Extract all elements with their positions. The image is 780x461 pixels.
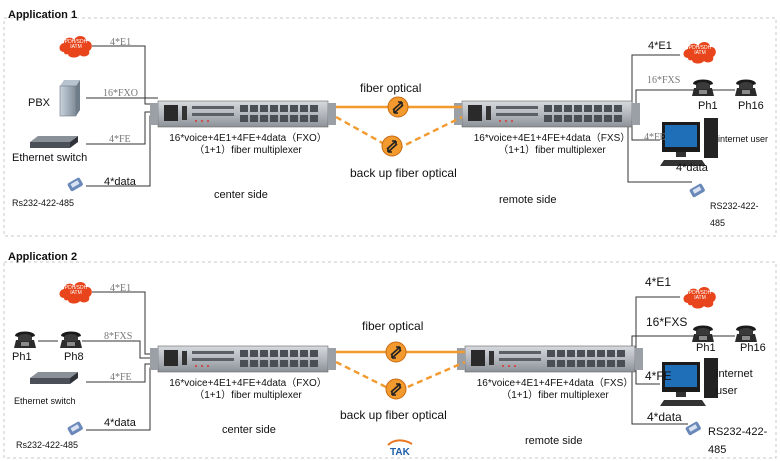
app1-ph16-label: Ph16: [738, 100, 764, 112]
app1-cloud-right-text: PDH/SDH IATM: [688, 45, 712, 56]
app1-phone-ph16-icon: [735, 79, 757, 96]
app2-ethernet-switch-icon: [30, 372, 78, 384]
app2-remote-side-label: remote side: [525, 435, 583, 447]
app2-right-fe-label: 4*FE: [645, 369, 672, 383]
pbx-label: PBX: [28, 97, 51, 109]
app2-center-mux: [149, 345, 337, 373]
app2-remote-mux: [456, 345, 644, 373]
app1-ethernet-switch-icon: [30, 136, 78, 148]
app1-center-mux-caption: 16*voice+4E1+4FE+4data（FXO） （1+1）fiber m…: [169, 133, 327, 156]
app1-backup-fiber-arrow-icon: [381, 135, 403, 157]
app2-left-e1-label: 4*E1: [110, 283, 132, 294]
app1-frame: [3, 17, 777, 237]
app2-remote-serial-icon: [684, 421, 702, 436]
app1-rs232-label: Rs232-422-485: [12, 198, 75, 208]
app2-title: Application 2: [8, 251, 78, 263]
app1-fiber-optical-label: fiber optical: [360, 81, 422, 95]
app2-cloud-left-text: PDH/SDH IATM: [64, 285, 88, 296]
app1-right-fxs-label: 16*FXS: [647, 75, 681, 86]
app1-backup-fiber-label: back up fiber optical: [350, 166, 457, 180]
app2-left-fxs-label: 8*FXS: [104, 331, 133, 342]
app2-left-fe-label: 4*FE: [110, 372, 132, 383]
app1-internet-user-label: internet user: [718, 134, 769, 144]
app1-remote-side-label: remote side: [499, 194, 557, 206]
app2-fiber-optical-label: fiber optical: [362, 319, 424, 333]
app2-left-data-label: 4*data: [104, 417, 136, 429]
app2-right-e1-label: 4*E1: [645, 275, 672, 289]
app1-center-side-label: center side: [214, 189, 268, 201]
app1-left-lines: [86, 45, 158, 187]
app1-remote-serial-icon: [688, 183, 706, 198]
app2-phone-ph1-icon: [14, 331, 36, 348]
app2-fiber-arrow-icon: [385, 341, 407, 363]
app2-backup-fiber-label: back up fiber optical: [340, 408, 447, 422]
app2-left-lines: [38, 291, 158, 431]
app1-left-fe-label: 4*FE: [109, 134, 131, 145]
app2-center-mux-caption: 16*voice+4E1+4FE+4data（FXO） （1+1）fiber m…: [169, 378, 327, 401]
app1-fiber-arrow-icon: [387, 96, 409, 118]
app2-ethernet-switch-label: Ethernet switch: [14, 396, 76, 406]
app2-backup-fiber-arrow-icon: [385, 378, 407, 400]
app2-right-ph16-label: Ph16: [740, 342, 766, 354]
app1-ph1-label: Ph1: [698, 100, 718, 112]
app2-internet-user-label: internet user: [716, 368, 753, 397]
app2-right-fxs-label: 16*FXS: [646, 315, 688, 329]
app2-rs232-label: Rs232-422-485: [16, 440, 79, 450]
app1-remote-mux-caption: 16*voice+4E1+4FE+4data（FXS） （1+1）fiber m…: [473, 133, 631, 156]
app1-ethernet-switch-label: Ethernet switch: [12, 152, 88, 164]
app1-right-lines: [627, 54, 735, 183]
app1-left-e1-label: 4*E1: [110, 37, 132, 48]
app1-remote-mux: [453, 100, 641, 128]
app2-phone-ph1-icon-right: [692, 325, 714, 342]
app1-center-mux: [149, 100, 337, 128]
app1-phone-ph1-icon: [692, 79, 714, 96]
tak-logo-text: TAK: [390, 447, 410, 458]
app1-right-e1-label: 4*E1: [648, 40, 672, 52]
app2-right-ph1-label: Ph1: [696, 342, 716, 354]
app2-serial-device-icon: [66, 421, 84, 436]
app1-left-data-label: 4*data: [104, 176, 136, 188]
app1-right-data-label: 4*data: [676, 162, 708, 174]
app2-right-data-label: 4*data: [647, 410, 682, 424]
app1-cloud-left-text: PDH/SDH IATM: [64, 39, 88, 50]
app1-right-rs232-label: RS232-422- 485: [710, 201, 759, 229]
tak-logo-mark: [387, 439, 413, 446]
app2-phone-ph16-icon: [735, 325, 757, 342]
app2-ph8-label: Ph8: [64, 351, 84, 363]
app2-right-rs232-label: RS232-422- 485: [708, 426, 768, 456]
pbx-cabinet: [59, 80, 80, 117]
app2-center-side-label: center side: [222, 424, 276, 436]
app2-frame: [3, 261, 777, 459]
app2-phone-ph8-icon: [60, 331, 82, 348]
app2-cloud-right-text: PDH/SDH IATM: [688, 290, 712, 301]
app1-serial-device-icon: [66, 177, 84, 192]
app1-left-fxo-label: 16*FXO: [103, 88, 139, 99]
app1-right-fe-label: 4*FE: [644, 132, 666, 143]
app2-ph1-label: Ph1: [12, 351, 32, 363]
app1-pc-icon: [660, 118, 718, 166]
app1-title: Application 1: [8, 9, 78, 21]
app2-remote-mux-caption: 16*voice+4E1+4FE+4data（FXS） （1+1）fiber m…: [476, 378, 634, 401]
